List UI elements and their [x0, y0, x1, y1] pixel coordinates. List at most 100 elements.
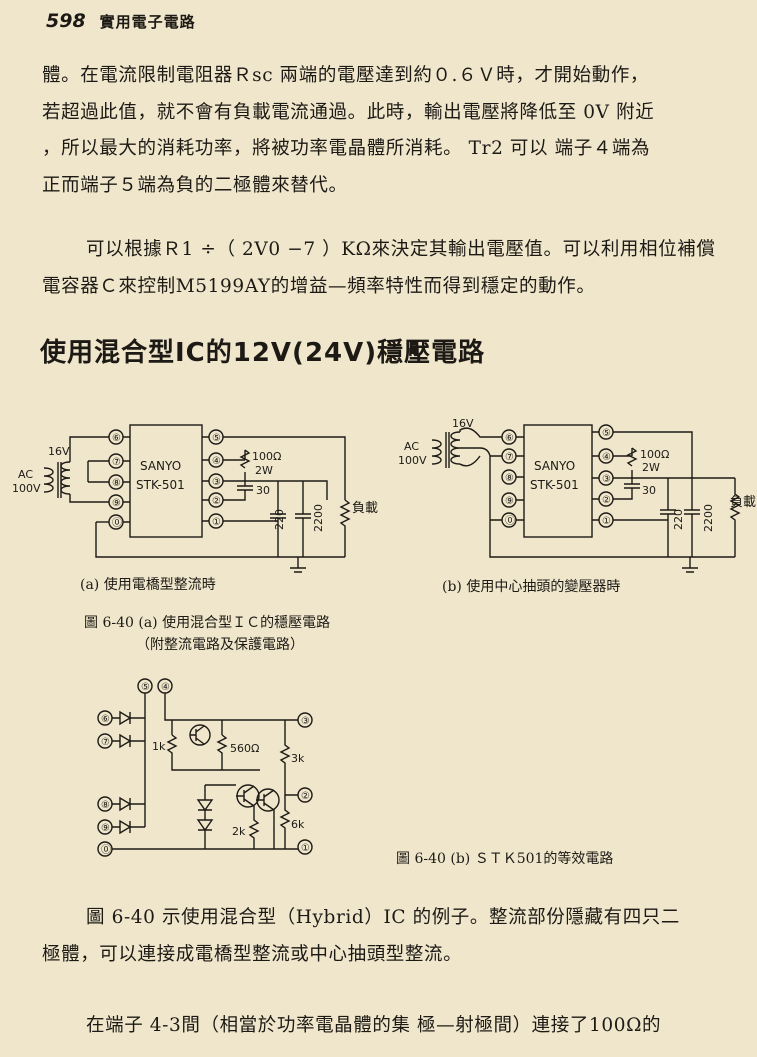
text-line: 電容器Ｃ來控制M5199AY的增益—頻率特性而得到穩定的動作。 [42, 275, 596, 297]
cap-2200: 2200 [702, 504, 715, 532]
diode [112, 819, 145, 835]
text-line: ，所以最大的消耗功率，將被功率電晶體所消耗。 Tr2 可以 端子４端為 [42, 138, 651, 159]
figure-caption-a-line1: 圖 6-40 (a) 使用混合型ＩＣ的穩壓電路 [84, 615, 331, 631]
pin: ⑥ [505, 433, 514, 444]
pin: ⑧ [101, 800, 110, 811]
pin: ⑨ [505, 496, 514, 507]
pin: ⑥ [112, 433, 121, 444]
cap-2200: 2200 [312, 504, 325, 532]
left-pins-b: ⑥ ⑦ ⑧ ⑨ ⓪ [501, 429, 517, 528]
transformer-primary [431, 439, 442, 465]
transformer-primary [43, 467, 54, 493]
figure-caption-a-line2: （附整流電路及保護電路） [136, 637, 304, 653]
ground-symbol [682, 557, 698, 573]
cap-220: 220 [273, 509, 286, 530]
pin: ① [212, 517, 221, 528]
pin: ④ [212, 456, 221, 467]
diode [112, 710, 145, 726]
text-line: 正而端子５端為負的二極體來替代。 [42, 174, 348, 196]
load-label: 負載 [352, 501, 378, 516]
ac-label: AC [404, 440, 419, 453]
ac-voltage: 100V [12, 482, 41, 495]
cap-30: 30 [642, 484, 656, 497]
resistor-3k: 3k [291, 752, 305, 765]
diode [112, 796, 145, 812]
pin: ⑨ [112, 498, 121, 509]
pin: ⑧ [112, 478, 121, 489]
transformer-voltage: 16V [48, 445, 70, 458]
section-title: 使用混合型IC的12V(24V)穩壓電路 [40, 338, 486, 368]
pin: ③ [212, 477, 221, 488]
resistor-power: 2W [642, 461, 660, 474]
equivalent-circuit: ⑤ ④ ⑥ ⑦ ⑧ ⑨ ⓪ ③ ② ① 1k 560Ω 3k 2k 6k [97, 678, 313, 857]
figure-b-schematic: SANYO STK-501 ⑥ ⑦ ⑧ ⑨ ⓪ ⑤ ④ ③ ② ① AC 100… [398, 417, 756, 573]
page-number: 598 [46, 10, 86, 32]
text-line: 在端子 4-3間（相當於功率電晶體的集 極—射極間）連接了100Ω的 [86, 1015, 662, 1036]
pin: ⑤ [602, 428, 611, 439]
pin: ⓪ [112, 517, 122, 529]
text-line: 可以根據Ｒ1 ÷（ 2V0 −7 ）KΩ來決定其輸出電壓值。可以利用相位補償 [86, 239, 716, 260]
ac-voltage: 100V [398, 454, 427, 467]
transformer-secondary [450, 431, 461, 465]
ic-part: STK-501 [530, 478, 579, 492]
figure-a-schematic: SANYO STK-501 ⑥ ⑦ ⑧ ⑨ ⓪ ⑤ ④ ③ ② ① AC 100… [12, 424, 378, 573]
resistor-label: 100Ω [252, 450, 281, 463]
ic-maker: SANYO [140, 459, 181, 473]
pin: ⑦ [505, 452, 514, 463]
pin: ③ [301, 716, 310, 727]
ground-symbol [290, 557, 306, 573]
pin: ⑧ [505, 473, 514, 484]
resistor-2k: 2k [232, 825, 246, 838]
resistor-power: 2W [255, 464, 273, 477]
text-line: 極體，可以連接成電橋型整流或中心抽頭型整流。 [42, 943, 463, 965]
pin: ② [212, 496, 221, 507]
pin: ① [301, 843, 310, 854]
cap-30: 30 [256, 484, 270, 497]
ic-box [523, 424, 593, 538]
pin: ③ [602, 474, 611, 485]
resistor-1k: 1k [152, 740, 166, 753]
running-title: 實用電子電路 [99, 13, 196, 31]
resistor-560: 560Ω [230, 742, 259, 755]
pin: ⑦ [112, 457, 121, 468]
pin: ⑦ [101, 737, 110, 748]
paragraph-2: 可以根據Ｒ1 ÷（ 2V0 −7 ）KΩ來決定其輸出電壓值。可以利用相位補償 電… [42, 232, 722, 305]
pin: ② [301, 791, 310, 802]
page-header: 598 實用電子電路 [46, 10, 196, 34]
transformer-voltage: 16V [452, 417, 474, 430]
text-line: 圖 6-40 示使用混合型（Hybrid）IC 的例子。整流部份隱藏有四只二 [86, 907, 680, 928]
pin: ⓪ [505, 515, 515, 527]
pin: ④ [602, 452, 611, 463]
right-pins-b: ⑤ ④ ③ ② ① [598, 424, 614, 528]
resistor-100 [626, 447, 638, 467]
ac-label: AC [18, 468, 33, 481]
diode [112, 733, 145, 749]
paragraph-3: 圖 6-40 示使用混合型（Hybrid）IC 的例子。整流部份隱藏有四只二 極… [42, 900, 722, 973]
text-line: 體。在電流限制電阻器Ｒsc 兩端的電壓達到約０.６Ｖ時，才開始動作， [42, 65, 650, 86]
transformer-secondary [60, 461, 71, 495]
ic-maker: SANYO [534, 459, 575, 473]
resistor-label: 100Ω [640, 448, 669, 461]
pin: ⓪ [101, 844, 111, 856]
load-resistor [339, 499, 351, 557]
pin: ⑨ [101, 823, 110, 834]
left-pins-a: ⑥ ⑦ ⑧ ⑨ ⓪ [108, 429, 124, 530]
resistor-6k: 6k [291, 818, 305, 831]
right-pins-a: ⑤ ④ ③ ② ① [208, 429, 224, 529]
paragraph-1: 體。在電流限制電阻器Ｒsc 兩端的電壓達到約０.６Ｖ時，才開始動作， 若超過此值… [42, 58, 722, 204]
ic-part: STK-501 [136, 478, 185, 492]
cap-220: 220 [672, 509, 685, 530]
figure-caption-b: 圖 6-40 (b) ＳＴＫ501的等效電路 [396, 851, 614, 867]
pin: ④ [161, 682, 170, 693]
pin: ② [602, 495, 611, 506]
figure-b-subcaption: (b) 使用中心抽頭的變壓器時 [442, 579, 621, 595]
pin: ⑤ [212, 433, 221, 444]
load-label: 負載 [730, 495, 756, 510]
text-line: 若超過此值，就不會有負載電流通過。此時，輸出電壓將降低至 0V 附近 [42, 101, 655, 123]
pin: ⑥ [101, 714, 110, 725]
paragraph-4: 在端子 4-3間（相當於功率電晶體的集 極—射極間）連接了100Ω的 [42, 1008, 722, 1045]
pin: ① [602, 516, 611, 527]
resistor-100 [239, 449, 251, 469]
pin: ⑤ [141, 682, 150, 693]
